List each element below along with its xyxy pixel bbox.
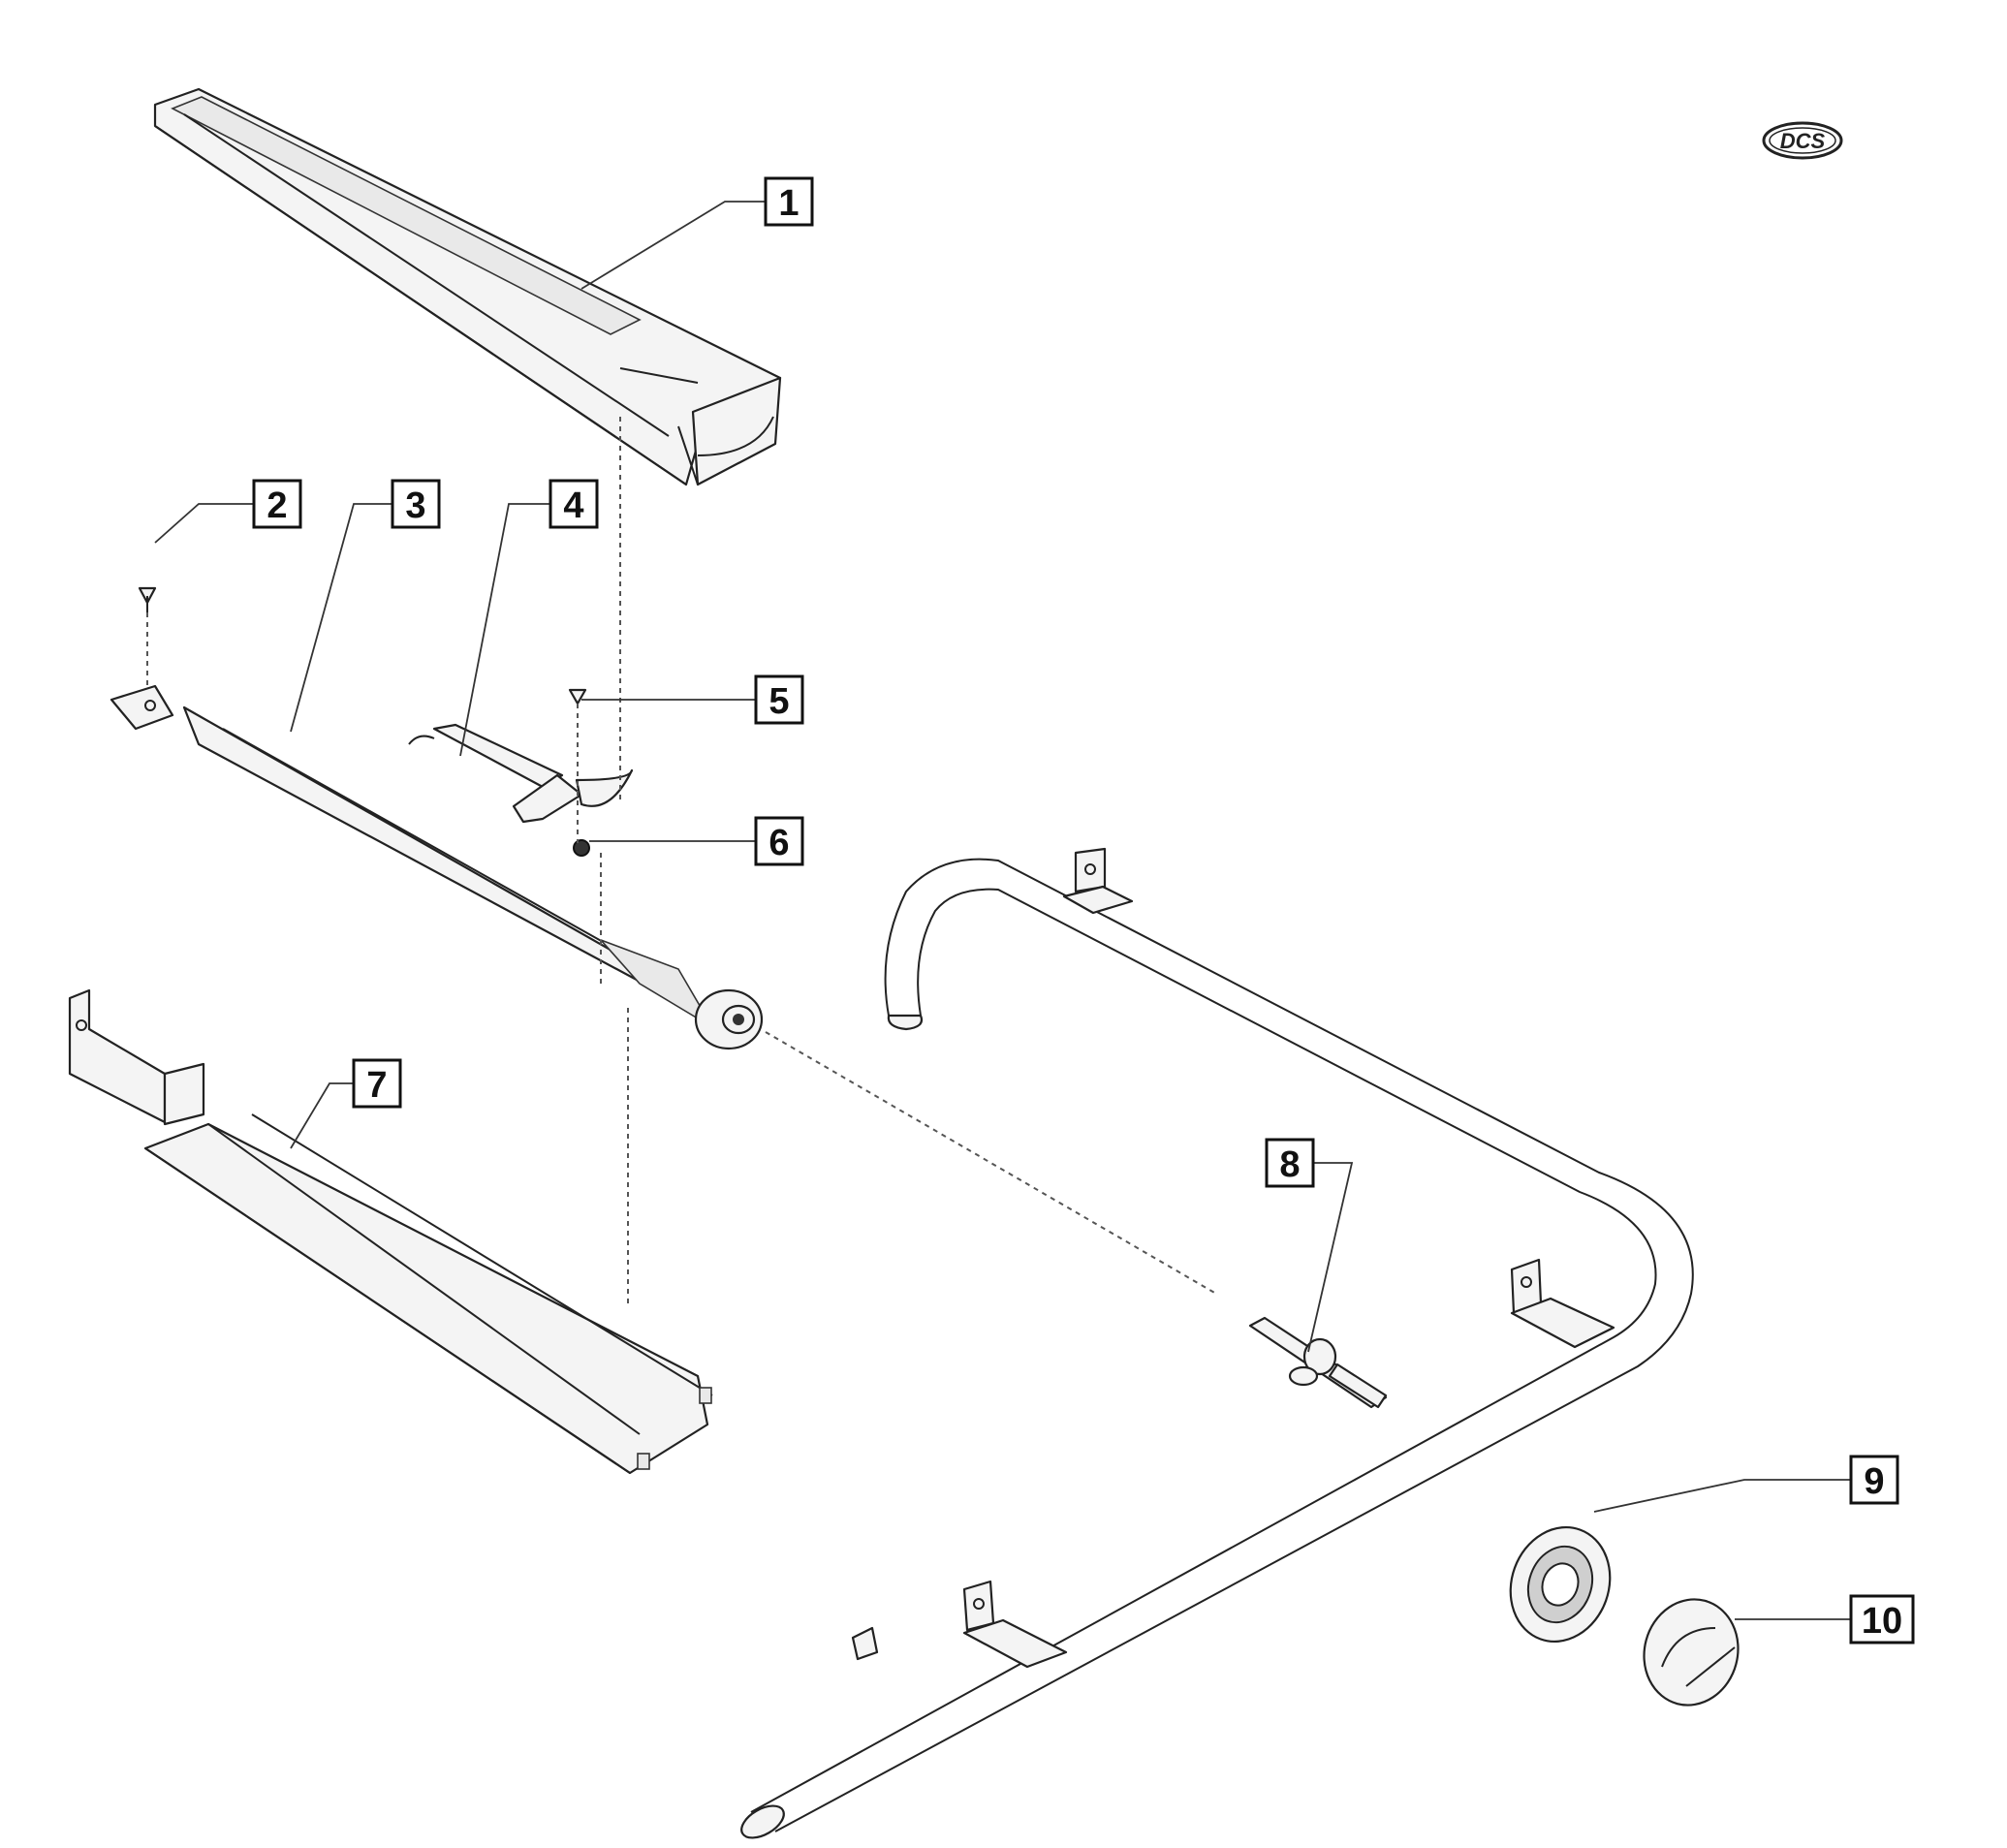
- callout-label: 8: [1279, 1144, 1300, 1185]
- callout-label: 3: [405, 485, 425, 526]
- logo-text: DCS: [1780, 129, 1826, 153]
- callout-label: 10: [1862, 1601, 1902, 1642]
- part-7-channel: [68, 988, 713, 1475]
- callout-label: 6: [768, 823, 789, 863]
- callout-7: 7: [352, 1058, 402, 1109]
- part-4-igniter-bracket: [408, 723, 634, 824]
- gas-manifold: [740, 847, 1694, 1839]
- callout-label: 5: [768, 681, 789, 722]
- callout-5: 5: [754, 674, 804, 725]
- callout-9: 9: [1849, 1455, 1899, 1505]
- brand-logo: DCS: [1762, 121, 1843, 160]
- assembly-guide-lines: [146, 417, 1217, 1308]
- bracket-a: [1074, 847, 1107, 893]
- part-5-screw: [568, 688, 587, 705]
- part-8-valve: [1248, 1316, 1388, 1409]
- part-6-nut: [573, 839, 590, 857]
- part-2-screw: [138, 586, 157, 612]
- callout-4: 4: [549, 479, 599, 529]
- callout-2: 2: [252, 479, 302, 529]
- callout-1: 1: [764, 176, 814, 227]
- callout-3: 3: [391, 479, 441, 529]
- part-1-tray: [153, 87, 782, 486]
- callout-label: 1: [778, 183, 799, 224]
- callout-label: 9: [1864, 1461, 1884, 1502]
- callout-6: 6: [754, 816, 804, 866]
- part-9-bezel: [1509, 1525, 1612, 1644]
- callout-8: 8: [1265, 1138, 1315, 1188]
- part-10-knob: [1643, 1598, 1740, 1707]
- callout-label: 7: [366, 1065, 387, 1106]
- callout-label: 2: [267, 485, 287, 526]
- part-3-burner-tube: [110, 684, 764, 1050]
- leader-lines: [154, 201, 1851, 1620]
- callout-label: 4: [563, 485, 583, 526]
- callout-10: 10: [1849, 1594, 1915, 1644]
